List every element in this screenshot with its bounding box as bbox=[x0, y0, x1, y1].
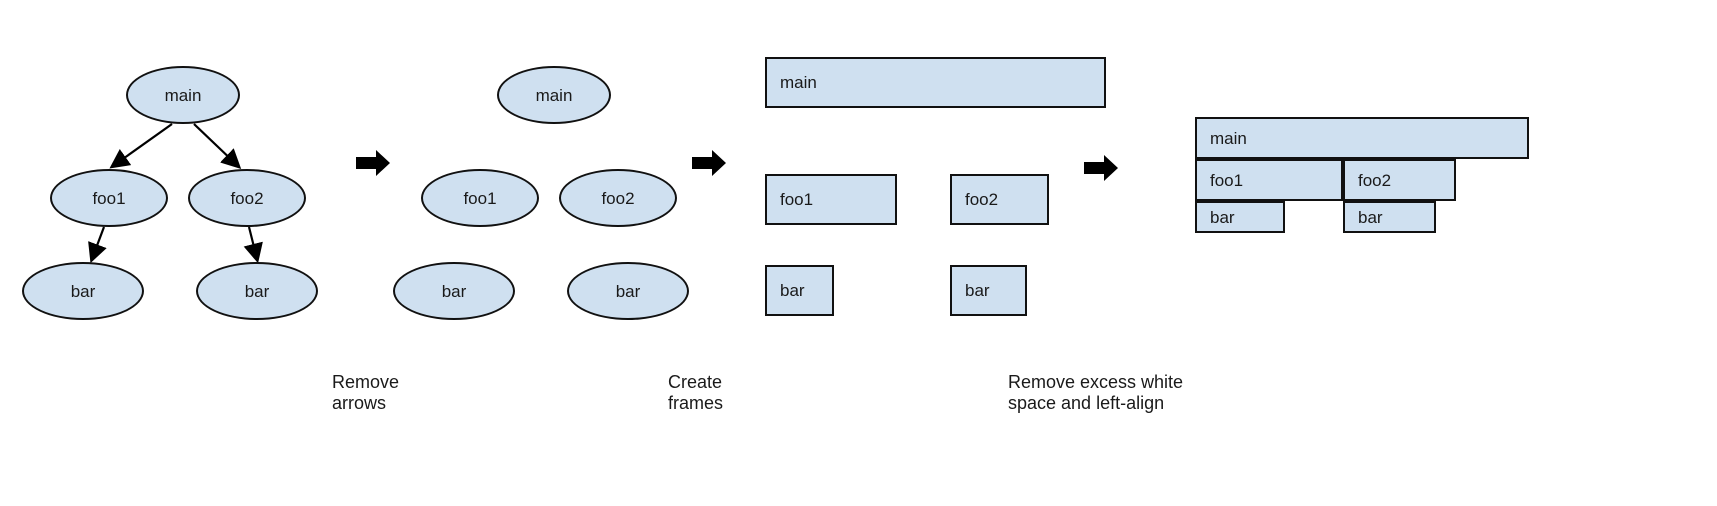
node-label: foo1 bbox=[463, 188, 497, 208]
no-arrows-node-foo2[interactable]: foo2 bbox=[559, 169, 677, 227]
step-arrow-right-icon bbox=[692, 150, 726, 176]
call-tree-node-bar[interactable]: bar bbox=[22, 262, 144, 320]
node-label: foo2 bbox=[965, 190, 999, 209]
framed-node-main[interactable]: main bbox=[765, 57, 1106, 108]
flamegraph-node-foo1[interactable]: foo1 bbox=[1195, 159, 1343, 201]
no-arrows-node-main[interactable]: main bbox=[497, 66, 611, 124]
node-label: bar bbox=[70, 281, 96, 301]
node-label: bar bbox=[441, 281, 467, 301]
framed-node-foo1[interactable]: foo1 bbox=[765, 174, 897, 225]
node-label: foo1 bbox=[1210, 170, 1244, 190]
edge-main-to-foo2 bbox=[193, 123, 242, 170]
node-label: main bbox=[1210, 128, 1247, 148]
caption-remove-white-space: Remove excess white space and left-align bbox=[1008, 372, 1184, 413]
node-label: bar bbox=[1210, 207, 1235, 227]
framed-node-bar[interactable]: bar bbox=[950, 265, 1027, 316]
no-arrows-node-foo1[interactable]: foo1 bbox=[421, 169, 539, 227]
node-label: foo1 bbox=[92, 188, 126, 208]
framed-node-bar[interactable]: bar bbox=[765, 265, 834, 316]
node-label: bar bbox=[615, 281, 641, 301]
flamegraph-node-main[interactable]: main bbox=[1195, 117, 1529, 159]
flamegraph-node-bar[interactable]: bar bbox=[1195, 201, 1285, 233]
flamegraph-node-foo2[interactable]: foo2 bbox=[1343, 159, 1456, 201]
node-label: main bbox=[535, 85, 573, 105]
node-label: foo2 bbox=[601, 188, 635, 208]
node-label: bar bbox=[244, 281, 270, 301]
node-label: bar bbox=[780, 281, 805, 300]
step-arrow-right-icon bbox=[356, 150, 390, 176]
edge-main-to-foo1 bbox=[109, 123, 173, 169]
no-arrows-node-bar[interactable]: bar bbox=[567, 262, 689, 320]
call-tree-node-foo2[interactable]: foo2 bbox=[188, 169, 306, 227]
node-label: main bbox=[780, 73, 817, 92]
call-tree-node-bar[interactable]: bar bbox=[196, 262, 318, 320]
node-label: foo2 bbox=[230, 188, 264, 208]
node-label: foo1 bbox=[780, 190, 814, 209]
edge-foo1-to-bar bbox=[88, 226, 107, 264]
node-label: main bbox=[164, 85, 202, 105]
node-label: bar bbox=[1358, 207, 1383, 227]
edge-foo2-to-bar bbox=[243, 226, 263, 264]
step-arrow-right-icon bbox=[1084, 155, 1118, 181]
caption-create-frames: Create frames bbox=[668, 372, 724, 413]
node-label: bar bbox=[965, 281, 990, 300]
call-tree-node-main[interactable]: main bbox=[126, 66, 240, 124]
flamegraph-node-bar[interactable]: bar bbox=[1343, 201, 1436, 233]
caption-remove-arrows: Remove arrows bbox=[332, 372, 400, 413]
node-label: foo2 bbox=[1358, 170, 1392, 190]
framed-node-foo2[interactable]: foo2 bbox=[950, 174, 1049, 225]
call-tree-node-foo1[interactable]: foo1 bbox=[50, 169, 168, 227]
no-arrows-node-bar[interactable]: bar bbox=[393, 262, 515, 320]
